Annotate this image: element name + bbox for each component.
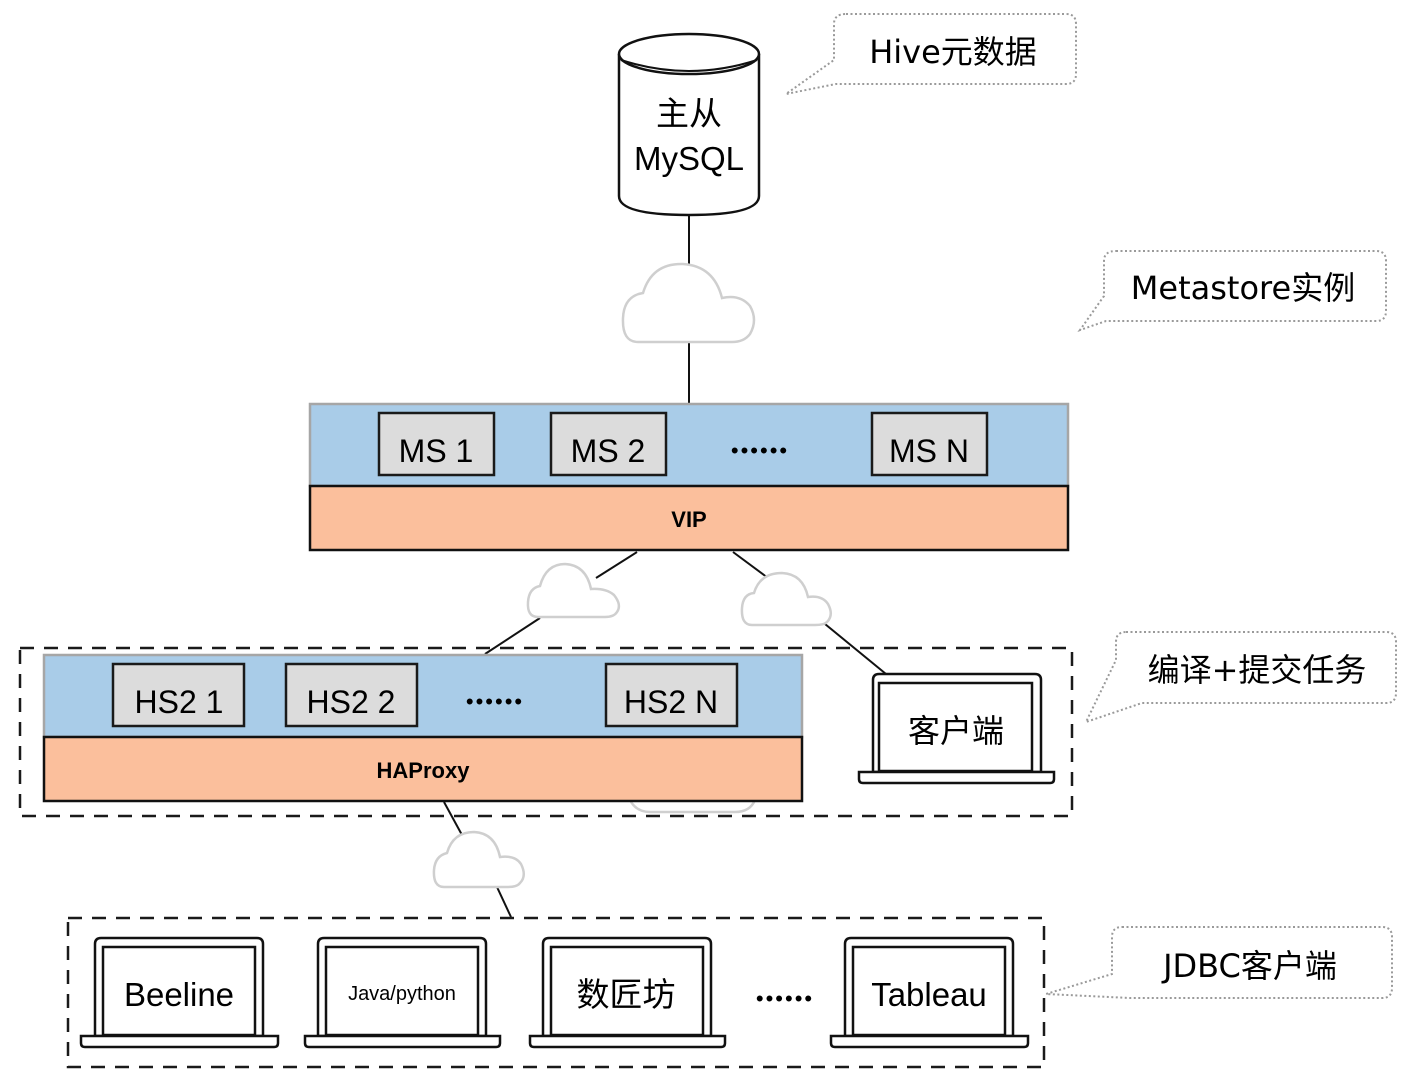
link-cloud-jdbc <box>496 886 512 918</box>
jdbc-clients-group-boundary <box>66 916 1046 1069</box>
direct-client-label: 客户端 <box>908 712 1004 750</box>
laptop-icon <box>79 936 280 1049</box>
link-cloud-left-hs2 <box>484 617 541 655</box>
hiveserver-ellipsis: •••••• <box>466 689 524 714</box>
jdbc-client-label: Java/python <box>348 983 456 1005</box>
jdbc-client-label: Beeline <box>124 976 234 1013</box>
jdbc-client-label: Tableau <box>871 976 987 1013</box>
hiveserver-node-n[interactable]: HS2 N <box>604 662 739 728</box>
mysql-database[interactable]: 主从 MySQL <box>617 32 761 217</box>
callout-compile-submit-text: 编译+提交任务 <box>1148 651 1367 689</box>
hiveserver-layer: HS2 1 HS2 2 •••••• HS2 N HAProxy <box>42 653 804 803</box>
hiveserver-node-label: HS2 1 <box>135 684 224 720</box>
vip-label: VIP <box>671 507 706 532</box>
cloud-icon-hs2-hidden <box>628 799 757 814</box>
hiveserver-node-1[interactable]: HS2 1 <box>111 662 246 728</box>
laptop-icon <box>857 672 1056 785</box>
laptop-icon <box>303 936 502 1049</box>
jdbc-client-shujiangfang[interactable]: 数匠坊 <box>528 936 727 1049</box>
metastore-node-label: MS N <box>889 433 969 469</box>
metastore-node-1[interactable]: MS 1 <box>377 411 496 477</box>
metastore-node-label: MS 1 <box>399 433 474 469</box>
cloud-icon-vip-left <box>526 562 621 619</box>
hiveserver-node-2[interactable]: HS2 2 <box>284 662 419 728</box>
jdbc-clients-ellipsis: •••••• <box>756 986 814 1011</box>
callout-hive-metadata: Hive元数据 <box>785 13 1077 95</box>
haproxy-label: HAProxy <box>377 758 471 783</box>
metastore-node-2[interactable]: MS 2 <box>549 411 668 477</box>
vip-balancer[interactable]: VIP <box>308 484 1070 552</box>
callout-jdbc-clients-text: JDBC客户端 <box>1161 947 1337 985</box>
jdbc-client-label: 数匠坊 <box>577 975 676 1014</box>
hiveserver-node-label: HS2 2 <box>307 684 396 720</box>
link-vip-cloud-right <box>732 551 769 579</box>
link-vip-cloud-left <box>595 551 638 579</box>
callout-jdbc-clients: JDBC客户端 <box>1045 926 1393 999</box>
database-label-line2: MySQL <box>634 140 744 177</box>
metastore-layer: MS 1 MS 2 •••••• MS N VIP <box>308 402 1070 552</box>
callout-metastore-instances-text: Metastore实例 <box>1131 269 1355 307</box>
connections <box>443 215 887 918</box>
database-label-line1: 主从 <box>656 94 722 133</box>
cloud-icon-bottom <box>432 830 525 889</box>
callout-hive-metadata-text: Hive元数据 <box>869 33 1037 71</box>
hiveserver-node-label: HS2 N <box>624 684 718 720</box>
metastore-ellipsis: •••••• <box>731 438 789 463</box>
laptop-icon <box>829 936 1030 1049</box>
database-icon <box>617 54 761 217</box>
callout-compile-submit: 编译+提交任务 <box>1084 631 1397 724</box>
jdbc-client-tableau[interactable]: Tableau <box>829 936 1030 1049</box>
cloud-icon-vip-right <box>740 571 832 627</box>
link-haproxy-cloud <box>443 801 463 836</box>
laptop-icon <box>528 936 727 1049</box>
metastore-node-label: MS 2 <box>571 433 646 469</box>
callout-metastore-instances: Metastore实例 <box>1077 250 1387 332</box>
haproxy-balancer[interactable]: HAProxy <box>42 735 804 803</box>
metastore-node-n[interactable]: MS N <box>870 411 989 477</box>
hiveserver-group-boundary <box>18 646 1074 818</box>
jdbc-client-beeline[interactable]: Beeline <box>79 936 280 1049</box>
direct-client[interactable]: 客户端 <box>857 672 1056 785</box>
jdbc-client-java-python[interactable]: Java/python <box>303 936 502 1049</box>
cloud-icon-top <box>621 262 756 344</box>
link-cloud-right-client <box>824 623 887 675</box>
